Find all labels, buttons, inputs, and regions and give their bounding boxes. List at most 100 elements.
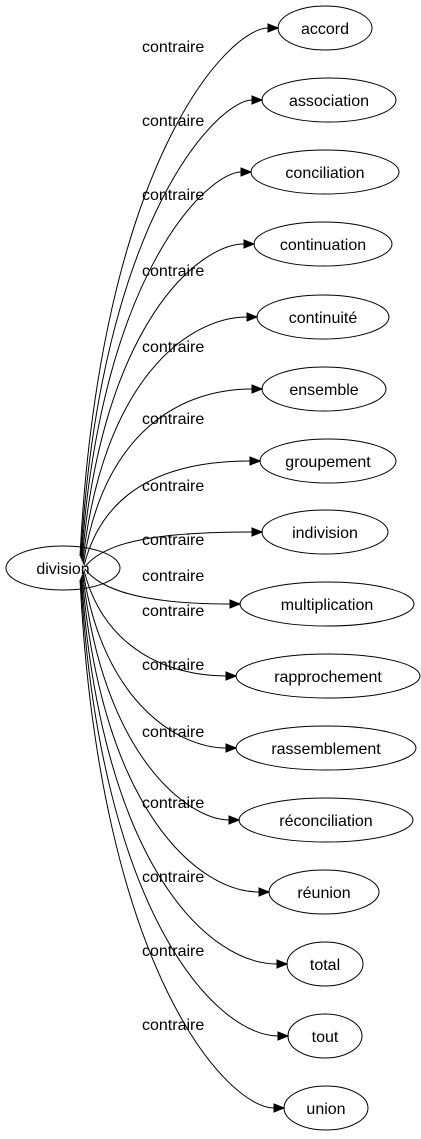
arrowhead-tout bbox=[277, 1031, 290, 1041]
arrowhead-ensemble bbox=[251, 384, 264, 394]
edge-total bbox=[80, 576, 278, 965]
arrowhead-continuite bbox=[246, 312, 259, 322]
node-indivision: indivision bbox=[261, 509, 389, 555]
node-tout: tout bbox=[287, 1013, 363, 1059]
node-reconciliation-shape bbox=[238, 797, 414, 843]
edges-layer: contraire contraire contraire contraire cont… bbox=[79, 23, 290, 1113]
arrowhead-rapprochement bbox=[225, 671, 238, 681]
arrowhead-union bbox=[273, 1103, 286, 1113]
arrowhead-groupement bbox=[249, 456, 262, 466]
node-multiplication-shape bbox=[239, 581, 415, 627]
node-accord: accord bbox=[277, 5, 373, 51]
node-rassemblement-shape bbox=[235, 725, 417, 771]
edge-label-accord: contraire bbox=[142, 39, 204, 56]
node-reunion-label: réunion bbox=[297, 885, 350, 902]
edge-association bbox=[80, 99, 253, 558]
edge-rapprochement bbox=[83, 570, 227, 677]
arrowhead-indivision bbox=[251, 527, 264, 537]
arrowhead-total bbox=[276, 959, 289, 969]
edge-reunion bbox=[81, 575, 260, 893]
edge-union bbox=[79, 579, 275, 1109]
node-accord-label: accord bbox=[301, 21, 349, 38]
node-conciliation-shape bbox=[250, 149, 400, 195]
node-continuation-label: continuation bbox=[280, 237, 366, 254]
node-groupement-label: groupement bbox=[285, 454, 371, 471]
node-association-shape bbox=[261, 77, 397, 123]
edge-conciliation bbox=[80, 171, 242, 560]
edge-label-reunion: contraire bbox=[142, 795, 204, 812]
node-total-shape bbox=[286, 941, 364, 987]
edge-label-continuite: contraire bbox=[142, 339, 204, 356]
edge-groupement bbox=[83, 460, 251, 566]
edge-label-multiplication: contraire bbox=[142, 568, 204, 585]
arrowhead-conciliation bbox=[240, 167, 253, 177]
node-source: division bbox=[5, 545, 121, 591]
edge-label-indivision: contraire bbox=[142, 532, 204, 549]
node-association-label: association bbox=[289, 93, 369, 110]
edge-label-association: contraire bbox=[142, 113, 204, 130]
node-source-shape bbox=[5, 545, 121, 591]
arrowhead-rassemblement bbox=[225, 743, 238, 753]
node-union-shape bbox=[283, 1085, 369, 1131]
arrowhead-multiplication bbox=[229, 599, 242, 609]
node-groupement-shape bbox=[259, 438, 397, 484]
node-indivision-shape bbox=[261, 509, 389, 555]
node-reconciliation: réconciliation bbox=[238, 797, 414, 843]
arrowhead-reconciliation bbox=[228, 815, 241, 825]
edge-ensemble bbox=[82, 388, 253, 565]
arrowhead-continuation bbox=[243, 239, 256, 249]
node-multiplication: multiplication bbox=[239, 581, 415, 627]
edge-label-rapprochement: contraire bbox=[142, 603, 204, 620]
node-ensemble-shape bbox=[261, 366, 387, 412]
node-rapprochement-label: rapprochement bbox=[274, 669, 382, 686]
edge-indivision bbox=[84, 531, 253, 568]
edge-rassemblement bbox=[82, 571, 227, 749]
edge-label-ensemble: contraire bbox=[142, 411, 204, 428]
edge-label-total: contraire bbox=[142, 869, 204, 886]
node-continuite-label: continuité bbox=[289, 310, 358, 327]
node-conciliation-label: conciliation bbox=[285, 165, 364, 182]
edge-label-conciliation: contraire bbox=[142, 187, 204, 204]
node-tout-shape bbox=[287, 1013, 363, 1059]
node-rassemblement-label: rassemblement bbox=[271, 741, 381, 758]
edge-continuation bbox=[81, 243, 245, 561]
arrowhead-association bbox=[251, 95, 264, 105]
node-rassemblement: rassemblement bbox=[235, 725, 417, 771]
node-groupement: groupement bbox=[259, 438, 397, 484]
nodes-layer: divisionaccordassociationconciliationcon… bbox=[5, 5, 421, 1131]
node-reconciliation-label: réconciliation bbox=[279, 813, 372, 830]
edge-continuite bbox=[82, 316, 248, 563]
node-union-label: union bbox=[306, 1101, 345, 1118]
node-continuation-shape bbox=[253, 221, 393, 267]
node-ensemble-label: ensemble bbox=[289, 382, 358, 399]
node-association: association bbox=[261, 77, 397, 123]
node-rapprochement-shape bbox=[235, 653, 421, 699]
node-reunion-shape bbox=[268, 869, 380, 915]
edge-label-reconciliation: contraire bbox=[142, 724, 204, 741]
edge-multiplication bbox=[84, 568, 231, 605]
edge-label-union: contraire bbox=[142, 1017, 204, 1034]
edge-label-tout: contraire bbox=[142, 943, 204, 960]
node-ensemble: ensemble bbox=[261, 366, 387, 412]
edge-accord bbox=[79, 27, 269, 557]
arrowhead-reunion bbox=[258, 887, 271, 897]
node-total-label: total bbox=[310, 957, 340, 974]
edge-tout bbox=[80, 578, 279, 1037]
node-total: total bbox=[286, 941, 364, 987]
node-continuite: continuité bbox=[256, 294, 390, 340]
edge-label-groupement: contraire bbox=[142, 478, 204, 495]
node-continuation: continuation bbox=[253, 221, 393, 267]
node-multiplication-label: multiplication bbox=[281, 597, 373, 614]
edge-label-continuation: contraire bbox=[142, 263, 204, 280]
node-continuite-shape bbox=[256, 294, 390, 340]
node-indivision-label: indivision bbox=[292, 525, 358, 542]
node-tout-label: tout bbox=[312, 1029, 339, 1046]
node-conciliation: conciliation bbox=[250, 149, 400, 195]
edge-label-rassemblement: contraire bbox=[142, 657, 204, 674]
node-rapprochement: rapprochement bbox=[235, 653, 421, 699]
node-source-label: division bbox=[36, 561, 89, 578]
arrowhead-accord bbox=[267, 23, 280, 33]
node-reunion: réunion bbox=[268, 869, 380, 915]
edge-reconciliation bbox=[82, 573, 230, 821]
